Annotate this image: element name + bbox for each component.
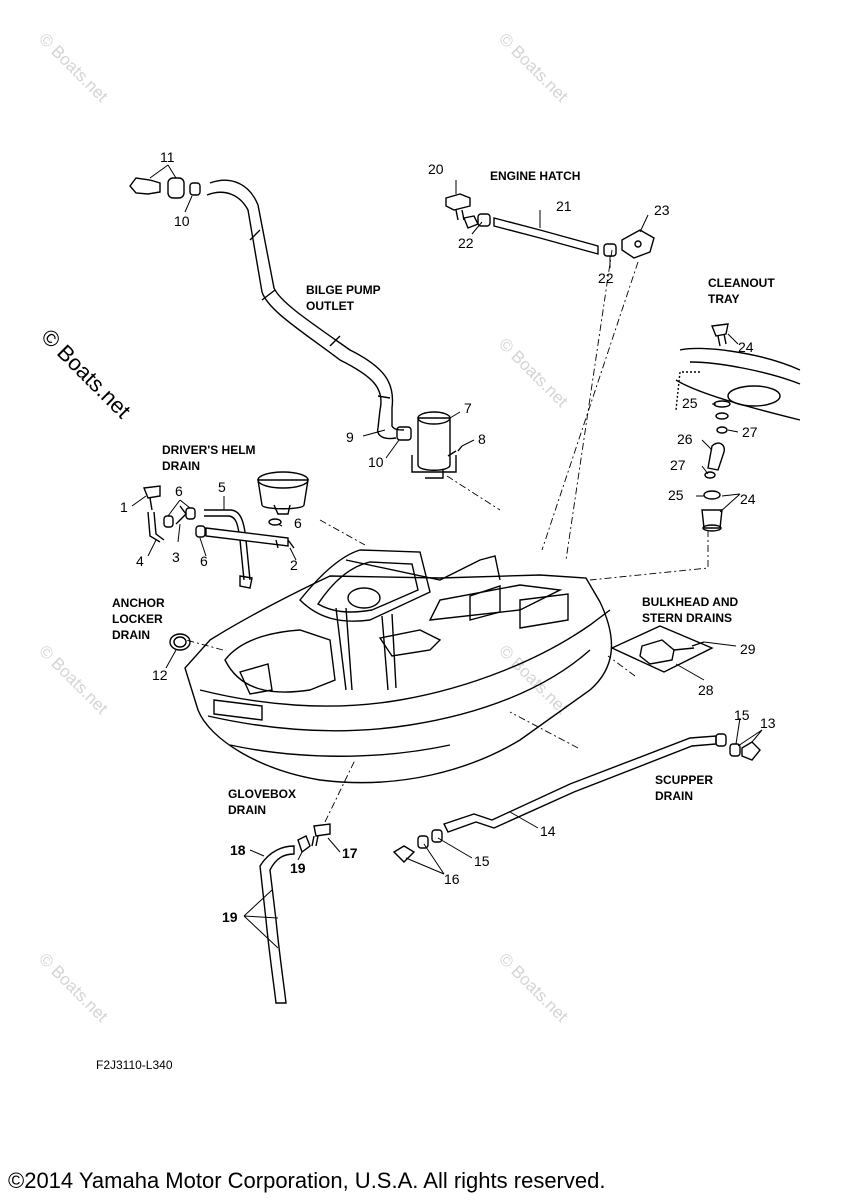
callout-7: 7 (464, 400, 472, 416)
callout-24: 24 (738, 339, 754, 355)
watermark-5: © Boats.net (495, 641, 572, 718)
callout-27: 27 (742, 424, 758, 440)
callout-25: 25 (682, 395, 698, 411)
callout-13: 13 (760, 715, 776, 731)
callout-21: 21 (556, 198, 572, 214)
scupper-drain-assembly (392, 733, 761, 863)
callout-24: 24 (740, 491, 756, 507)
watermark-6: © Boats.net (35, 949, 112, 1026)
diagram-code: F2J3110-L340 (96, 1058, 173, 1072)
watermark-3: © Boats.net (495, 334, 572, 411)
section-labels: ENGINE HATCH BILGE PUMP OUTLET CLEANOUT … (112, 169, 778, 817)
callout-22: 22 (458, 235, 474, 251)
callout-23: 23 (654, 202, 670, 218)
callout-18: 18 (230, 842, 246, 858)
callout-14: 14 (540, 823, 556, 839)
drivers-helm-drain-label: DRIVER'S HELM DRAIN (162, 443, 259, 473)
bilge-pump-outlet-label: BILGE PUMP OUTLET (306, 283, 384, 313)
callout-22: 22 (598, 270, 614, 286)
engine-hatch-assembly (445, 193, 655, 259)
callout-11: 11 (160, 149, 175, 165)
callout-9: 9 (346, 429, 354, 445)
callout-8: 8 (478, 431, 486, 447)
callout-5: 5 (218, 479, 226, 495)
watermark-large: © Boats.net (36, 324, 135, 423)
callout-2: 2 (290, 557, 298, 573)
engine-hatch-label: ENGINE HATCH (490, 169, 580, 183)
callout-10: 10 (368, 454, 384, 470)
leader-lines (131, 164, 763, 949)
watermark-4: © Boats.net (35, 641, 112, 718)
watermark-1: © Boats.net (35, 29, 112, 106)
callout-29: 29 (740, 641, 756, 657)
callout-6: 6 (294, 515, 302, 531)
scupper-drain-label: SCUPPER DRAIN (655, 773, 716, 803)
cleanout-tray-assembly (675, 323, 801, 532)
callout-15: 15 (474, 853, 490, 869)
callout-19: 19 (222, 909, 238, 925)
watermark-7: © Boats.net (495, 949, 572, 1026)
callout-28: 28 (698, 682, 714, 698)
callout-26: 26 (677, 431, 693, 447)
cleanout-tray-label: CLEANOUT TRAY (708, 276, 778, 306)
callout-17: 17 (342, 845, 358, 861)
anchor-locker-drain-fitting (169, 633, 191, 651)
boat-hull (184, 549, 613, 784)
bulkhead-stern-drain-assembly (610, 625, 714, 673)
callout-6: 6 (175, 483, 183, 499)
anchor-locker-drain-label: ANCHOR LOCKER DRAIN (112, 596, 168, 642)
glovebox-drain-assembly (259, 823, 331, 1004)
callout-3: 3 (172, 549, 180, 565)
callout-4: 4 (136, 553, 144, 569)
callout-19: 19 (290, 860, 306, 876)
callout-20: 20 (428, 161, 444, 177)
callout-12: 12 (152, 667, 168, 683)
callout-6: 6 (200, 553, 208, 569)
copyright-notice: ©2014 Yamaha Motor Corporation, U.S.A. A… (8, 1168, 605, 1193)
reference-lines (185, 249, 709, 823)
drivers-helm-drain-assembly (143, 471, 309, 589)
bulkhead-stern-drains-label: BULKHEAD AND STERN DRAINS (642, 595, 742, 625)
callout-16: 16 (444, 871, 460, 887)
callout-25: 25 (668, 487, 684, 503)
callout-1: 1 (120, 499, 128, 515)
part-callouts: 11 10 20 21 23 22 22 24 25 27 26 27 25 2… (120, 149, 776, 925)
watermark-2: © Boats.net (495, 29, 572, 106)
callout-15: 15 (734, 707, 750, 723)
callout-10: 10 (174, 213, 190, 229)
callout-27: 27 (670, 457, 686, 473)
glovebox-drain-label: GLOVEBOX DRAIN (228, 787, 299, 817)
